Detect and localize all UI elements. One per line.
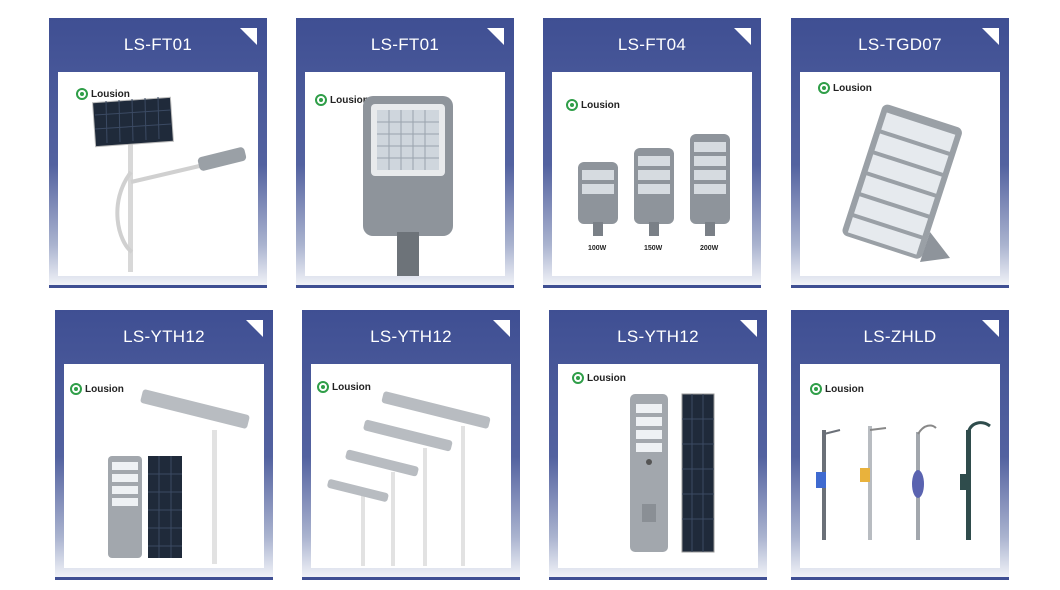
product-image-panel: Lousion [800, 72, 1000, 276]
product-card-ls-ft01-solar[interactable]: LS-FT01 Lousion [49, 18, 267, 288]
corner-ribbon-icon [246, 320, 263, 337]
product-card-ls-tgd07[interactable]: LS-TGD07 Lousion [791, 18, 1009, 288]
corner-ribbon-icon [982, 28, 999, 45]
product-card-ls-yth12-1[interactable]: LS-YTH12 Lousion [55, 310, 273, 580]
brand-name: Lousion [85, 383, 124, 395]
lousion-logo-icon [572, 372, 584, 384]
lousion-logo-icon [70, 383, 82, 395]
flood-light-image [842, 104, 962, 262]
corner-ribbon-icon [240, 28, 257, 45]
card-underline [791, 285, 1009, 288]
card-underline [55, 577, 273, 580]
wattage-label: 100W [588, 245, 607, 252]
all-in-one-solar-light-image [108, 389, 250, 564]
lousion-logo-icon [818, 82, 830, 94]
product-card-ls-yth12-3[interactable]: LS-YTH12 Lousion [549, 310, 767, 580]
street-light-family-image: 100W 150W 200W [578, 134, 730, 252]
lousion-logo-icon [566, 99, 578, 111]
card-underline [296, 285, 514, 288]
brand-name: Lousion [91, 88, 130, 100]
brand-logo: Lousion [566, 99, 620, 111]
product-title: LS-FT01 [370, 35, 440, 54]
product-title: LS-FT01 [123, 35, 193, 54]
brand-logo: Lousion [572, 372, 626, 384]
corner-ribbon-icon [493, 320, 510, 337]
product-card-ls-ft04[interactable]: LS-FT04 Lousion 100W 150W 200W [543, 18, 761, 288]
brand-logo: Lousion [818, 82, 872, 94]
corner-ribbon-icon [982, 320, 999, 337]
product-image-panel: Lousion [800, 364, 1000, 568]
product-card-ls-zhld[interactable]: LS-ZHLD Lousion [791, 310, 1009, 580]
lousion-logo-icon [315, 94, 327, 106]
street-light-head-image [363, 96, 453, 276]
brand-logo: Lousion [70, 383, 124, 395]
product-card-ls-ft01-head[interactable]: LS-FT01 Lousion [296, 18, 514, 288]
corner-ribbon-icon [734, 28, 751, 45]
brand-logo: Lousion [810, 383, 864, 395]
card-underline [302, 577, 520, 580]
wattage-label: 200W [700, 245, 719, 252]
product-title: LS-YTH12 [617, 327, 699, 346]
brand-logo: Lousion [315, 94, 369, 106]
card-underline [791, 577, 1009, 580]
product-image-panel: Lousion [64, 364, 264, 568]
solar-light-range-image [327, 391, 491, 566]
product-image-panel: Lousion [305, 72, 505, 276]
card-underline [49, 285, 267, 288]
brand-logo: Lousion [317, 381, 371, 393]
brand-name: Lousion [825, 383, 864, 395]
all-in-one-front-back-image [630, 393, 715, 553]
brand-name: Lousion [587, 372, 626, 384]
product-card-ls-yth12-2[interactable]: LS-YTH12 Lousion [302, 310, 520, 580]
product-title: LS-FT04 [617, 35, 687, 54]
wattage-label: 150W [644, 245, 663, 252]
brand-name: Lousion [581, 99, 620, 111]
lousion-logo-icon [317, 381, 329, 393]
product-image-panel: Lousion 100W 150W 200W [552, 72, 752, 276]
corner-ribbon-icon [740, 320, 757, 337]
corner-ribbon-icon [487, 28, 504, 45]
card-underline [543, 285, 761, 288]
smart-pole-image [816, 421, 991, 540]
brand-logo: Lousion [76, 88, 130, 100]
product-title: LS-YTH12 [370, 327, 452, 346]
product-title: LS-ZHLD [863, 327, 937, 346]
brand-name: Lousion [833, 82, 872, 94]
card-underline [549, 577, 767, 580]
product-image-panel: Lousion [58, 72, 258, 276]
product-title: LS-TGD07 [858, 35, 942, 54]
brand-name: Lousion [332, 381, 371, 393]
product-title: LS-YTH12 [123, 327, 205, 346]
solar-street-light-image [92, 96, 247, 272]
brand-name: Lousion [330, 94, 369, 106]
lousion-logo-icon [76, 88, 88, 100]
product-image-panel: Lousion [311, 364, 511, 568]
product-image-panel: Lousion [558, 364, 758, 568]
lousion-logo-icon [810, 383, 822, 395]
